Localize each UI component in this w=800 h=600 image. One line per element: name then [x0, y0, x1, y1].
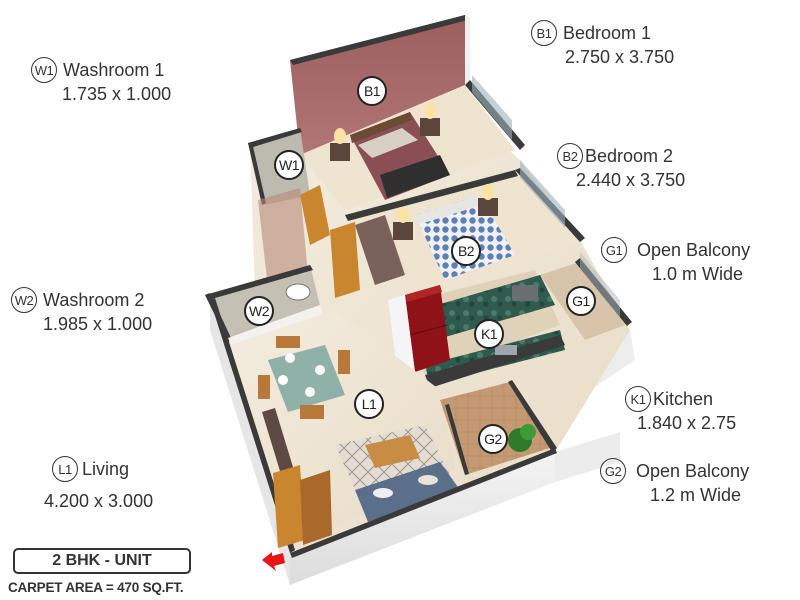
room-dims: 2.750 x 3.750 [565, 47, 675, 67]
marker-b2: B2 [451, 236, 481, 266]
room-dims: 1.985 x 1.000 [43, 314, 153, 334]
code-badge: G1 [601, 237, 627, 263]
unit-type-badge: 2 BHK - UNIT [13, 548, 191, 574]
marker-w1: W1 [274, 150, 304, 180]
room-name: Washroom 1 [63, 59, 165, 80]
room-name: Washroom 2 [43, 289, 145, 310]
room-name: Open Balcony [636, 460, 750, 481]
marker-g1: G1 [566, 286, 596, 316]
room-living [210, 298, 460, 553]
code-badge: G2 [600, 458, 626, 484]
code-badge: W2 [11, 287, 37, 313]
room-name: Living [82, 458, 130, 479]
legend-balcony-g1: G1 Open Balcony 1.0 m Wide [601, 237, 750, 286]
legend-washroom-2: W2 Washroom 2 1.985 x 1.000 [11, 287, 152, 336]
room-name: Kitchen [653, 388, 714, 409]
legend-balcony-g2: G2 Open Balcony 1.2 m Wide [600, 458, 749, 507]
marker-k1: K1 [474, 319, 504, 349]
marker-g2: G2 [478, 424, 508, 454]
entry-arrow-icon [262, 552, 285, 571]
room-name: Bedroom 1 [563, 22, 652, 43]
room-bedroom-1 [290, 15, 525, 210]
marker-w2: W2 [244, 296, 274, 326]
room-dims: 1.840 x 2.75 [637, 413, 737, 433]
entry-door [273, 465, 305, 548]
door-washroom-1 [300, 185, 330, 245]
legend-bedroom-2: B2 Bedroom 2 2.440 x 3.750 [557, 143, 685, 192]
legend-kitchen: K1 Kitchen 1.840 x 2.75 [625, 386, 736, 435]
code-badge: B1 [531, 20, 557, 46]
refrigerator [405, 285, 450, 372]
marker-l1: L1 [354, 389, 384, 419]
room-dims: 1.2 m Wide [650, 485, 742, 505]
coffee-table [365, 435, 420, 468]
legend-washroom-1: W1 Washroom 1 1.735 x 1.000 [31, 57, 171, 106]
marker-b1: B1 [357, 76, 387, 106]
code-badge: W1 [31, 57, 57, 83]
door-bedroom-2 [330, 222, 360, 298]
code-badge: B2 [557, 143, 583, 169]
code-badge: K1 [625, 386, 651, 412]
room-name: Open Balcony [637, 239, 751, 260]
room-name: Bedroom 2 [585, 145, 674, 166]
legend-living: L1 Living 4.200 x 3.000 [44, 456, 153, 513]
code-badge: L1 [52, 456, 78, 482]
legend-bedroom-1: B1 Bedroom 1 2.750 x 3.750 [531, 20, 674, 69]
room-dims: 4.200 x 3.000 [44, 491, 154, 511]
room-dims: 2.440 x 3.750 [576, 170, 686, 190]
room-dims: 1.0 m Wide [652, 264, 744, 284]
carpet-area: CARPET AREA = 470 SQ.FT. [8, 580, 184, 595]
room-dims: 1.735 x 1.000 [62, 84, 172, 104]
room-bedroom-2 [330, 160, 585, 300]
